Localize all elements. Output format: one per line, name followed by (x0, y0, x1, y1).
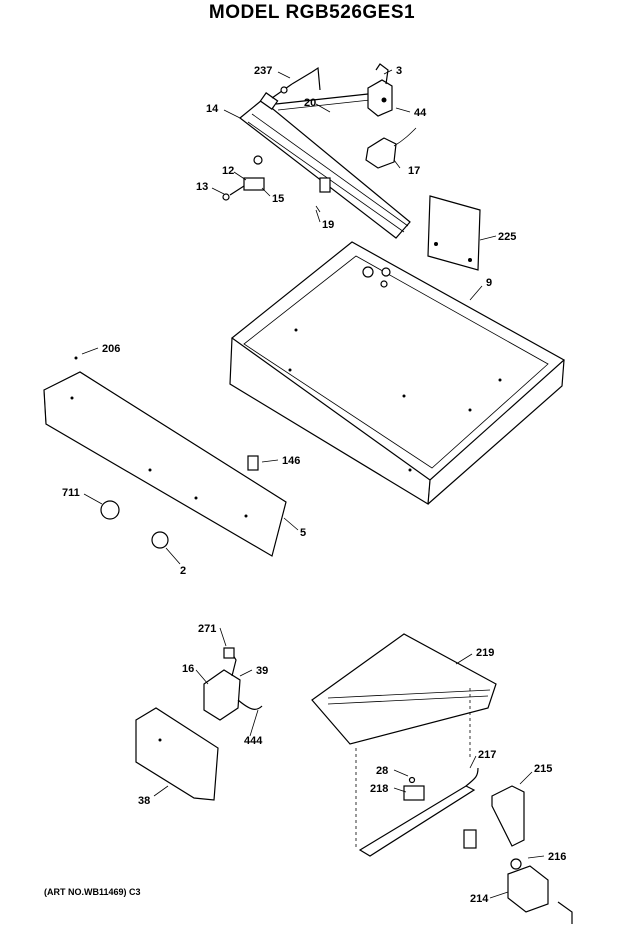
label-206: 206 (102, 343, 120, 355)
diagram-title: MODEL RGB526GES1 (208, 2, 416, 23)
label-214: 214 (470, 893, 489, 905)
label-14: 14 (206, 103, 219, 115)
label-146: 146 (282, 455, 300, 467)
bracket-214 (507, 858, 573, 924)
label-5: 5 (300, 527, 306, 539)
label-16: 16 (182, 663, 194, 675)
label-2: 2 (180, 565, 186, 577)
art-number: (ART NO.WB11469) C3 (44, 887, 141, 897)
broiler-burner-217 (358, 767, 479, 857)
label-20: 20 (304, 97, 316, 109)
bracket-small (315, 177, 331, 213)
bracket-215 (491, 785, 525, 847)
valve-12 (222, 155, 265, 201)
label-17: 17 (408, 165, 420, 177)
spark-module (365, 127, 417, 169)
label-711: 711 (62, 487, 80, 499)
label-219: 219 (476, 647, 494, 659)
label-44: 44 (414, 107, 427, 119)
label-217: 217 (478, 749, 496, 761)
dashed-guide-lines (355, 688, 471, 848)
label-39: 39 (256, 665, 268, 677)
shield-225 (427, 195, 481, 271)
label-19: 19 (322, 219, 334, 231)
label-216: 216 (548, 851, 566, 863)
label-15: 15 (272, 193, 284, 205)
burner-valve-bracket (367, 63, 393, 117)
broiler-pan-219 (311, 633, 497, 745)
valve-cover-38 (135, 707, 219, 801)
label-28: 28 (376, 765, 388, 777)
label-444: 444 (244, 735, 263, 747)
label-218: 218 (370, 783, 388, 795)
leader-lines (81, 69, 545, 899)
label-9: 9 (486, 277, 492, 289)
label-215: 215 (534, 763, 552, 775)
manifold-pipe (239, 66, 411, 239)
part-labels: 237 3 14 20 44 12 17 13 15 19 225 9 206 … (62, 65, 566, 905)
valve-assembly-16 (203, 647, 263, 721)
label-237: 237 (254, 65, 272, 77)
label-3: 3 (396, 65, 402, 77)
label-13: 13 (196, 181, 208, 193)
label-225: 225 (498, 231, 516, 243)
label-12: 12 (222, 165, 234, 177)
control-panel (43, 356, 287, 557)
burner-box (229, 241, 566, 506)
label-271: 271 (198, 623, 216, 635)
label-38: 38 (138, 795, 150, 807)
